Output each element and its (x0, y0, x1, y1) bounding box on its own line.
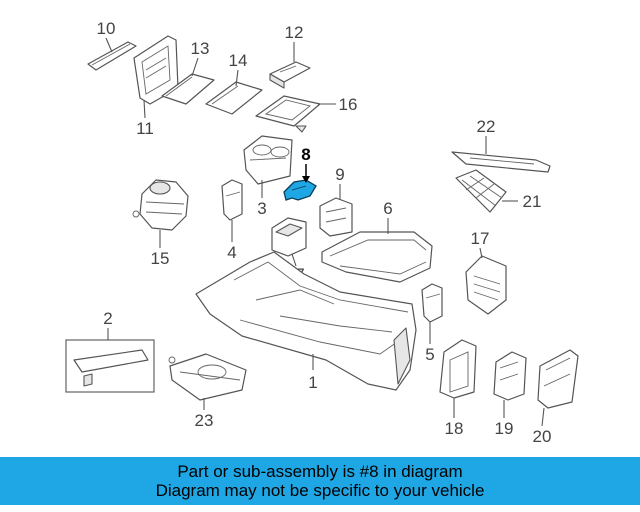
callout-3: 3 (257, 199, 266, 218)
part-22 (451, 151, 551, 173)
part-16 (255, 95, 321, 133)
part-8[interactable] (283, 179, 317, 201)
callout-6: 6 (383, 199, 392, 218)
leader-14 (235, 69, 239, 87)
arrowhead-8 (302, 176, 310, 183)
callout-11: 11 (136, 119, 154, 138)
callout-15: 15 (151, 249, 170, 268)
part-15 (132, 179, 189, 231)
callout-4: 4 (227, 243, 236, 262)
banner-line-2: Diagram may not be specific to your vehi… (155, 481, 485, 500)
callout-21: 21 (523, 192, 542, 211)
part-21 (455, 169, 507, 213)
leader-17 (479, 247, 483, 259)
part-14 (205, 81, 263, 115)
callout-9: 9 (335, 165, 344, 184)
part-18 (439, 339, 477, 399)
part-13 (161, 73, 215, 105)
leader-10 (105, 37, 113, 53)
part-9 (319, 197, 353, 237)
callout-22: 22 (477, 117, 496, 136)
callout-13: 13 (191, 39, 210, 58)
callout-23: 23 (195, 411, 214, 430)
part-12 (269, 61, 311, 89)
part-10 (87, 41, 137, 71)
callout-5: 5 (425, 345, 434, 364)
part-7 (271, 217, 307, 257)
part-19 (493, 351, 527, 401)
part-4 (221, 179, 243, 221)
callout-14: 14 (229, 51, 248, 70)
part-2 (65, 339, 155, 393)
parts-diagram: 10 11 13 14 12 16 3 (65, 19, 579, 446)
part-20 (537, 349, 579, 409)
part-5 (421, 283, 443, 323)
part-1 (195, 251, 417, 391)
part-17 (465, 255, 507, 315)
part-23 (168, 353, 247, 401)
leader-20 (541, 407, 545, 427)
callout-2: 2 (103, 309, 112, 328)
leader-13 (191, 57, 199, 77)
callout-18: 18 (445, 419, 464, 438)
banner-line-1: Part or sub-assembly is #8 in diagram (177, 462, 463, 481)
callout-12: 12 (285, 23, 304, 42)
callout-16: 16 (339, 95, 358, 114)
callout-20: 20 (533, 427, 552, 446)
callout-8: 8 (301, 145, 310, 164)
leader-7 (291, 253, 297, 267)
part-6 (321, 231, 433, 283)
part-3 (243, 135, 293, 185)
callout-10: 10 (97, 19, 116, 38)
info-banner: Part or sub-assembly is #8 in diagram Di… (0, 457, 640, 505)
callout-19: 19 (495, 419, 514, 438)
leader-11 (143, 99, 146, 119)
callout-1: 1 (308, 373, 317, 392)
callout-17: 17 (471, 229, 490, 248)
